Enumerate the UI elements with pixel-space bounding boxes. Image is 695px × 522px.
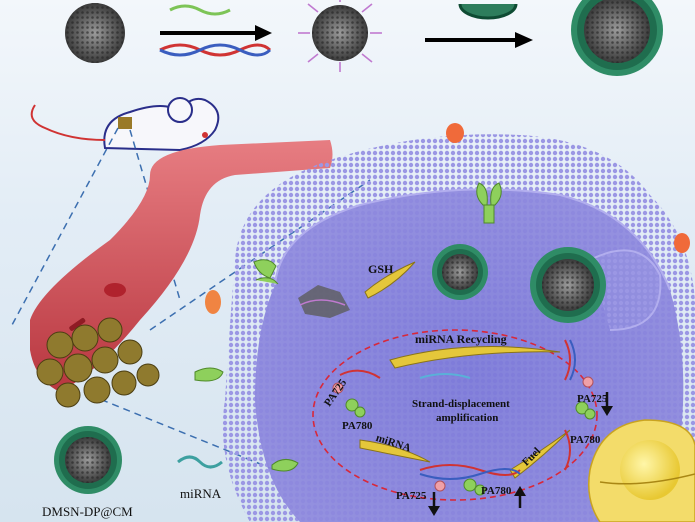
synthesis-membrane-shell	[458, 3, 518, 20]
disassembled-particle	[298, 285, 350, 318]
hairpin-probes	[332, 376, 596, 496]
legend-nanoparticle-label: DMSN-DP@CM	[42, 504, 133, 519]
amplification-zone	[312, 329, 598, 501]
gsh-arrow	[364, 261, 416, 299]
label-pa725-right: PA725	[577, 393, 608, 405]
label-strand-displacement: Strand-displacement	[412, 398, 510, 410]
mouse-tumor	[118, 117, 132, 129]
label-pa780-right: PA780	[570, 434, 601, 446]
synthesis-step-loaded-particle	[298, 0, 382, 72]
synthesis-step-mesoporous-silica	[65, 3, 125, 63]
label-amplification: amplification	[436, 412, 499, 424]
label-pa780-bottom: PA780	[481, 485, 512, 497]
tumor-cluster	[36, 317, 160, 408]
legend-nanoparticle-icon	[54, 426, 122, 494]
nucleus-cutaway	[588, 419, 695, 522]
label-gsh: GSH	[368, 262, 394, 276]
dna-strands	[339, 339, 576, 480]
legend-mirna-icon	[177, 455, 223, 469]
label-mirna-recycling: miRNA Recycling	[415, 332, 507, 346]
synthesis-arrow-2	[425, 32, 533, 48]
label-pa725-bottom: PA725	[396, 490, 427, 502]
recycling-arrows	[359, 346, 571, 479]
legend-mirna-label: miRNA	[180, 486, 222, 501]
synthesis-reagents	[159, 4, 272, 57]
level-arrows	[428, 392, 613, 516]
synthesis-step-coated-particle	[571, 0, 663, 76]
synthesis-arrow-1	[160, 25, 272, 41]
mouse-illustration	[30, 97, 220, 152]
membrane-receptors	[194, 123, 690, 472]
endocytosis-vesicle	[530, 247, 662, 331]
label-pa780-left: PA780	[342, 420, 373, 432]
internalized-particle	[432, 244, 488, 300]
